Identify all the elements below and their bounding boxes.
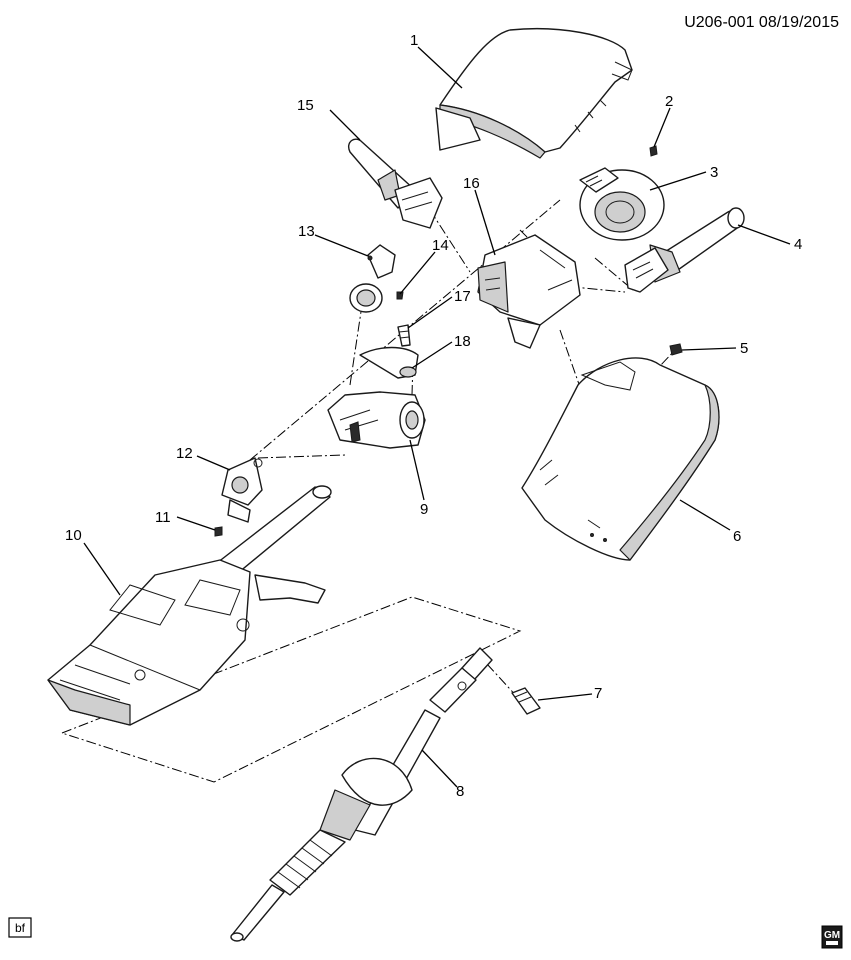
- stud-17: [397, 324, 411, 347]
- callout-6: 6: [733, 528, 741, 545]
- callout-15: 15: [297, 97, 314, 114]
- callout-7: 7: [594, 685, 602, 702]
- turn-signal-switch: [348, 138, 443, 229]
- clock-spring: [579, 167, 665, 241]
- diagram-reference: U206-001 08/19/2015: [684, 14, 839, 31]
- screw-11: [214, 526, 223, 537]
- bolt-7: [511, 687, 541, 715]
- upper-trim-cover: [435, 28, 633, 159]
- corner-tag: bf: [8, 917, 32, 938]
- callout-5: 5: [740, 340, 748, 357]
- callout-1: 1: [410, 32, 418, 49]
- callout-labels: 1 2 3 4 5 6 7 8 9 10 11 12 13 14 15 16 1…: [65, 32, 802, 800]
- callout-10: 10: [65, 527, 82, 544]
- callout-3: 3: [710, 164, 718, 181]
- wiper-switch: [624, 207, 745, 293]
- lower-trim-cover: [521, 357, 720, 561]
- callout-18: 18: [454, 333, 471, 350]
- screw-2: [649, 145, 658, 157]
- sensor-12: [221, 457, 263, 523]
- screw-5: [669, 343, 683, 356]
- corner-tag-text: bf: [15, 921, 26, 935]
- callout-4: 4: [794, 236, 802, 253]
- switch-housing: [477, 234, 581, 349]
- callout-14: 14: [432, 237, 449, 254]
- callout-8: 8: [456, 783, 464, 800]
- intermediate-shaft: [230, 647, 493, 942]
- callout-12: 12: [176, 445, 193, 462]
- ignition-switch: [349, 244, 396, 313]
- bracket-18: [359, 346, 419, 379]
- callout-11: 11: [155, 509, 171, 526]
- callout-9: 9: [420, 501, 428, 518]
- steering-column-assembly: [47, 485, 332, 726]
- gm-logo: GM: [821, 925, 843, 949]
- callout-13: 13: [298, 223, 315, 240]
- callout-16: 16: [463, 175, 480, 192]
- callout-2: 2: [665, 93, 673, 110]
- callout-leaders: [83, 46, 791, 788]
- svg-text:GM: GM: [824, 930, 840, 941]
- lock-housing: [327, 391, 426, 449]
- callout-17: 17: [454, 288, 471, 305]
